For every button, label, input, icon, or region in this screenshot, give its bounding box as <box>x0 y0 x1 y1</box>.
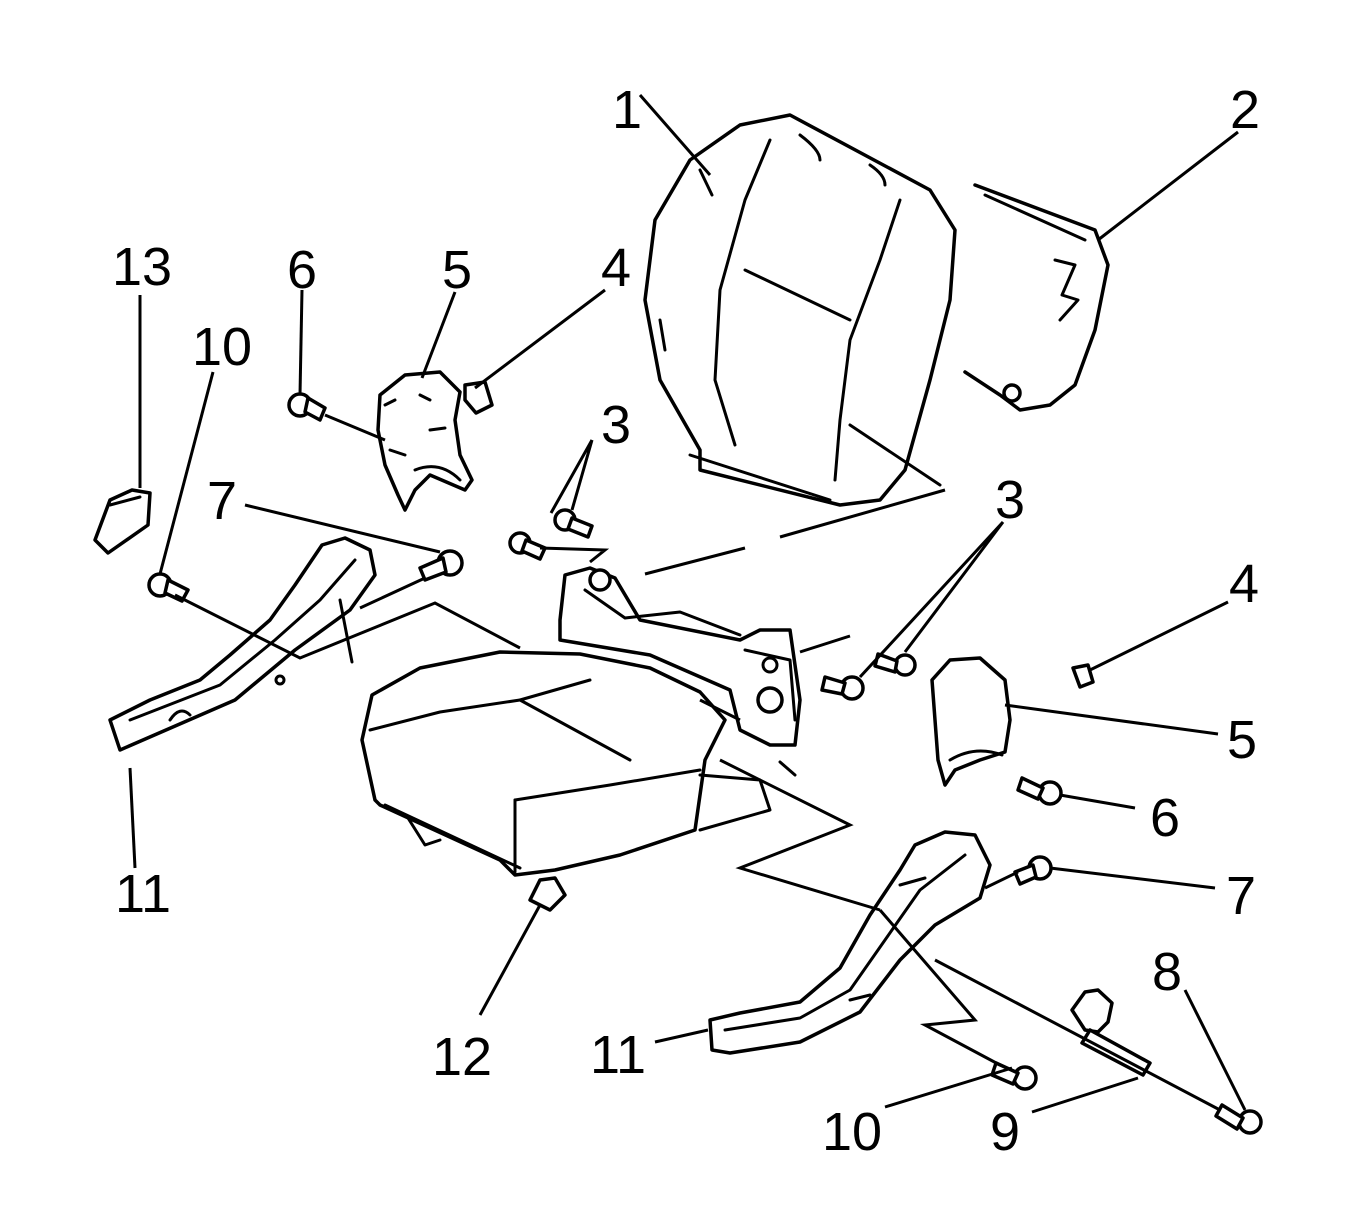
callout-8: 8 <box>1152 942 1182 1002</box>
callout-3-right: 3 <box>995 470 1025 530</box>
callout-5-left: 5 <box>442 240 472 300</box>
left-screw-6-part <box>287 392 327 422</box>
callout-2: 2 <box>1230 80 1260 140</box>
right-side-shield-part <box>708 830 992 1055</box>
callout-9: 9 <box>990 1102 1020 1162</box>
callout-4-left: 4 <box>601 238 631 298</box>
upper-bolts-3-part <box>508 508 594 561</box>
callout-11-right: 11 <box>590 1025 646 1085</box>
callout-labels: 1 2 13 6 5 4 10 3 3 7 4 5 6 11 7 8 12 11… <box>112 80 1260 1162</box>
right-bolts-3-part <box>820 652 917 701</box>
callout-7-left: 7 <box>207 471 237 531</box>
callout-7-right: 7 <box>1226 866 1256 926</box>
seat-adjuster-foot-part <box>528 876 567 912</box>
leader-lines <box>128 94 1247 1114</box>
right-bolt-10-part <box>990 1061 1038 1091</box>
right-bolt-7-part <box>1013 855 1053 886</box>
right-clip-part <box>1071 663 1095 689</box>
left-bolt-10-part <box>147 572 190 603</box>
callout-4-right: 4 <box>1229 554 1259 614</box>
left-side-shield-part <box>108 536 377 752</box>
callout-13: 13 <box>112 237 172 297</box>
callout-6-right: 6 <box>1150 788 1180 848</box>
callout-1: 1 <box>612 80 642 140</box>
right-screw-6-part <box>1016 776 1063 806</box>
callout-10-right: 10 <box>822 1102 882 1162</box>
seat-back-panel-part <box>963 183 1110 412</box>
callout-5-right: 5 <box>1227 710 1257 770</box>
callout-10-left: 10 <box>192 317 252 377</box>
callout-11-left: 11 <box>115 864 171 924</box>
seat-frame-part <box>558 566 802 777</box>
right-recliner-cover-part <box>930 656 1012 787</box>
callout-3-upper: 3 <box>601 395 631 455</box>
callout-6-left: 6 <box>287 240 317 300</box>
buckle-bolt-8-part <box>1214 1103 1263 1135</box>
left-recliner-cover-part <box>376 370 474 512</box>
left-bolt-7-part <box>418 549 464 582</box>
callout-12: 12 <box>432 1027 492 1087</box>
seat-cushion-part <box>360 650 772 877</box>
seat-back-part <box>643 113 957 507</box>
seat-belt-buckle-part <box>1070 988 1152 1077</box>
trim-cap-part <box>93 488 152 555</box>
